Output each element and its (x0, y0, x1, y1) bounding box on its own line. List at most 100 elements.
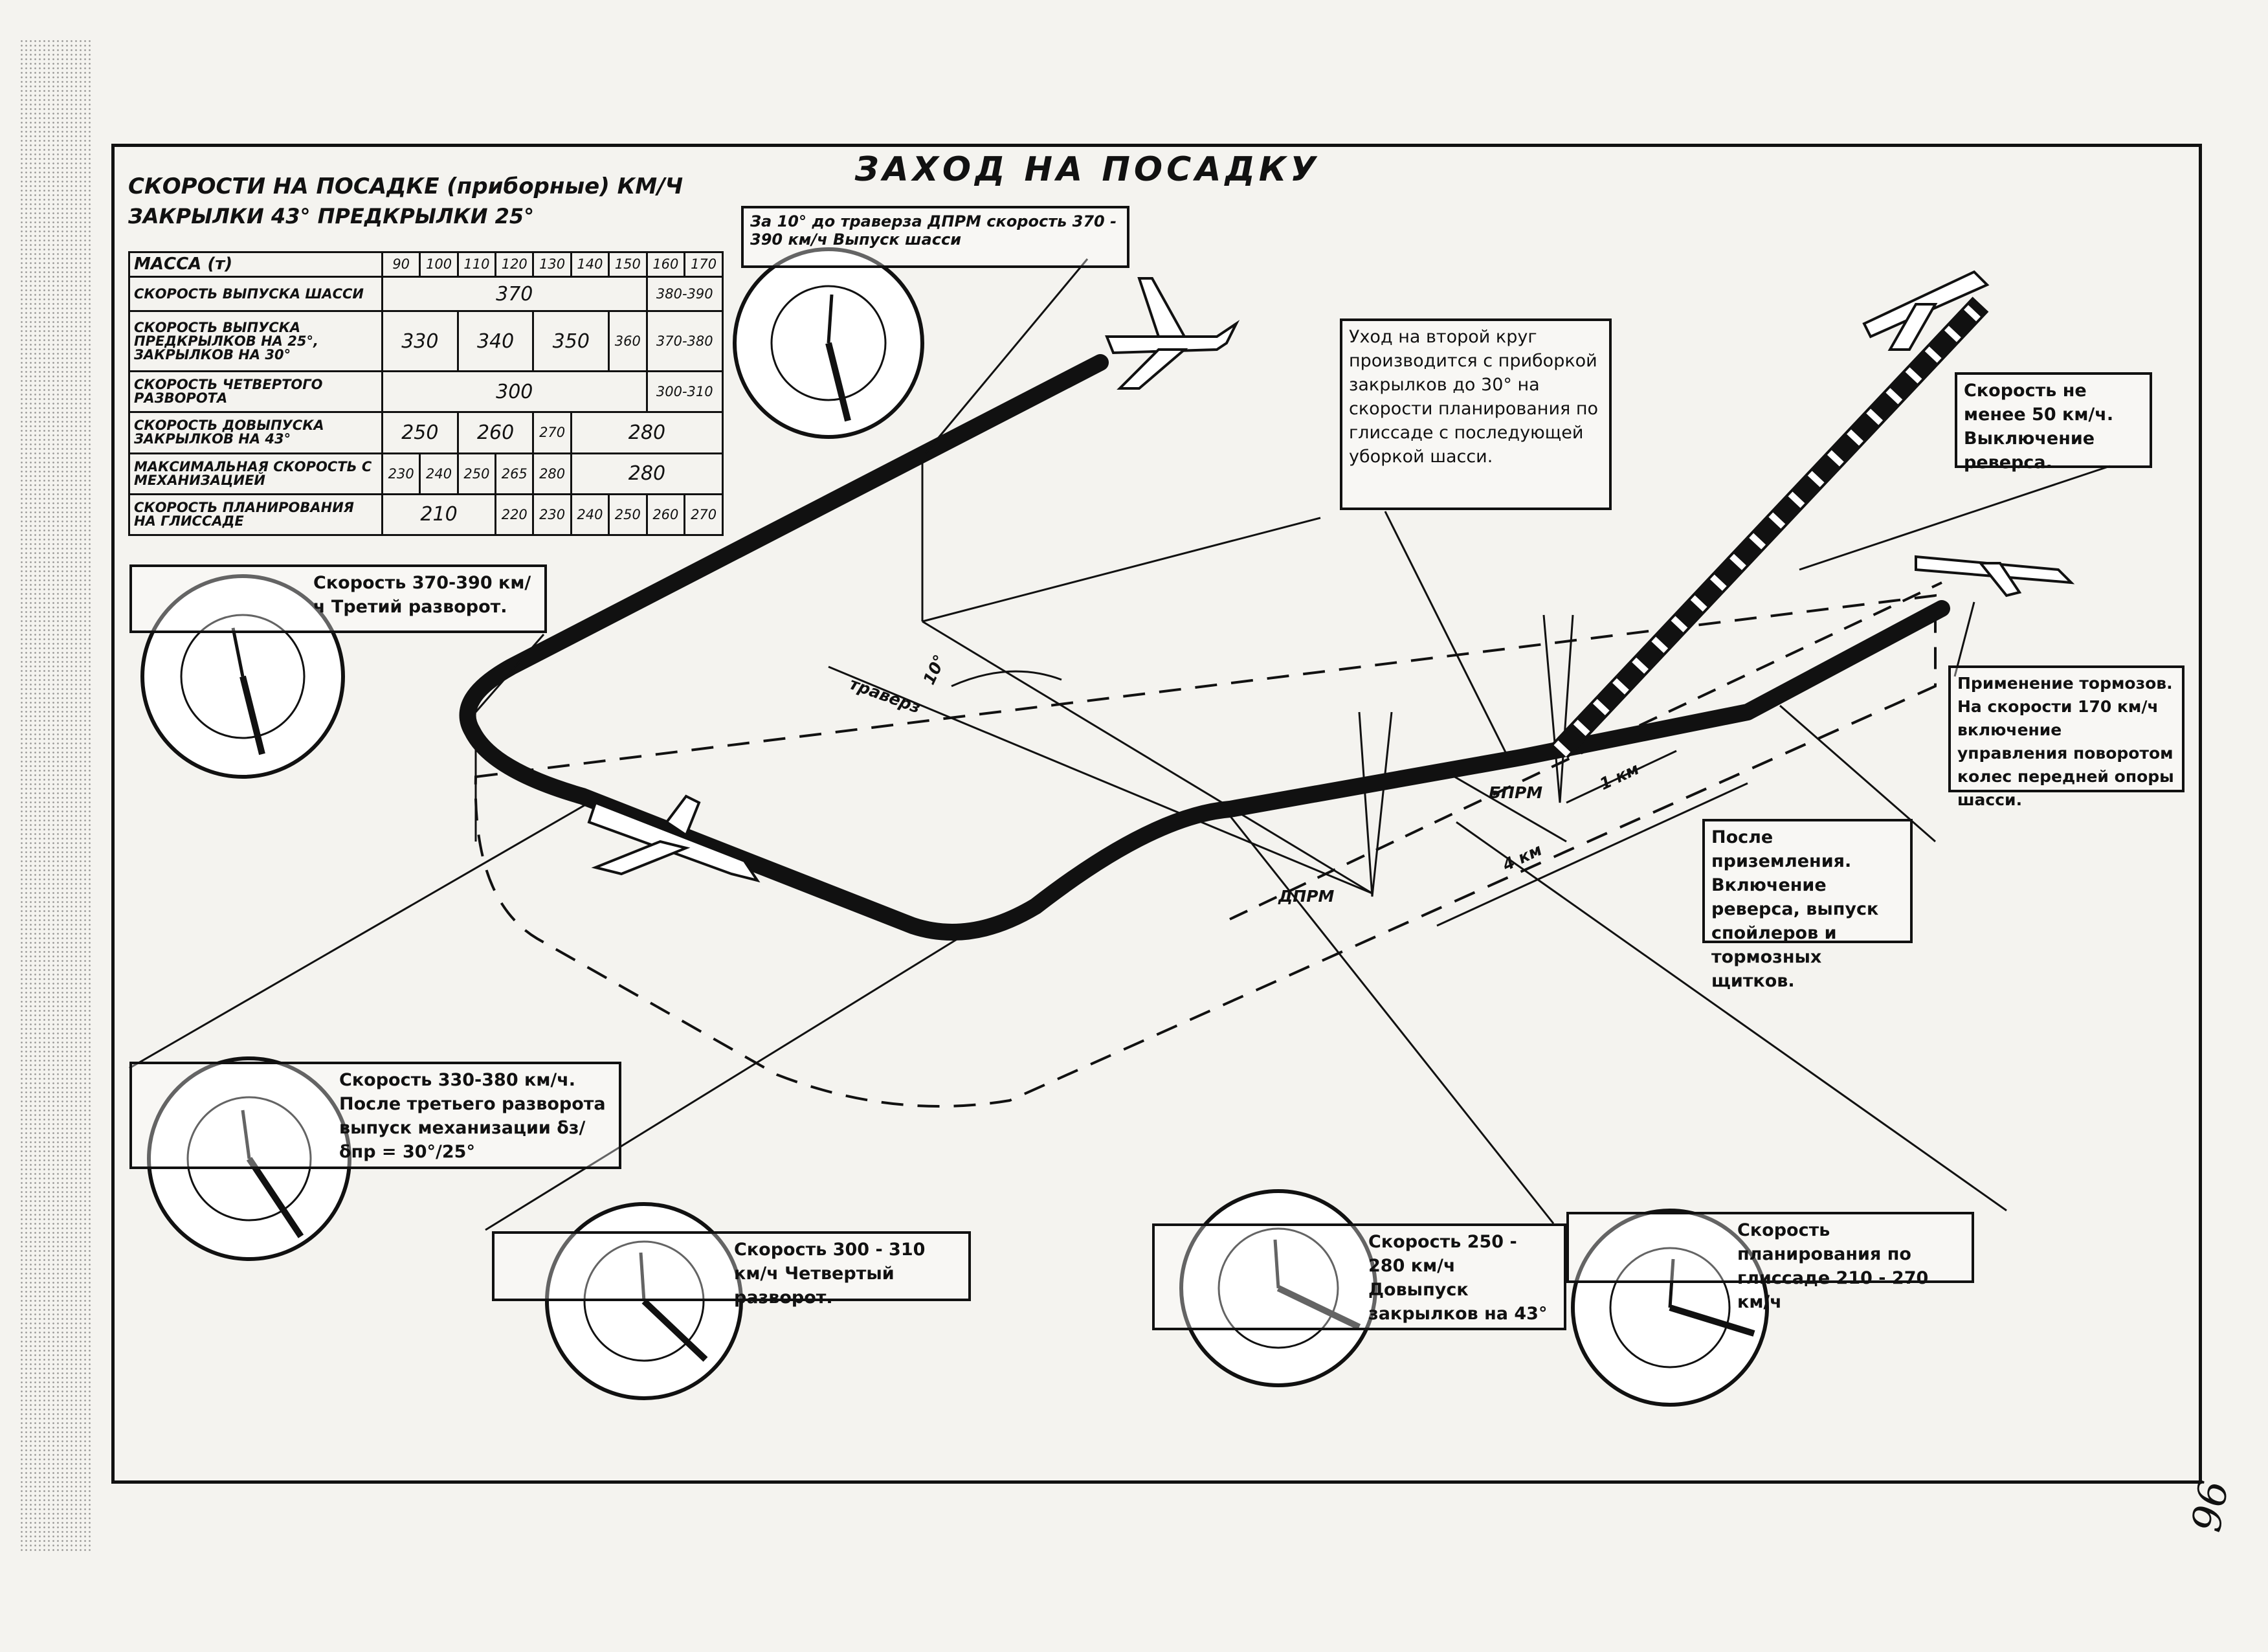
angle-arc (951, 670, 1062, 687)
table-cell: 250 (456, 452, 497, 495)
scan-margin-stipple (19, 39, 91, 1554)
note-third-turn: Скорость 370-390 км/ч Третий разворот. (129, 564, 547, 633)
aircraft-icon (1862, 270, 1990, 351)
table-cell: 220 (495, 493, 535, 537)
leader-line (924, 258, 1089, 454)
table-cell: 300 (381, 370, 648, 414)
dprm-beacon-cone (1358, 711, 1393, 897)
mass-cell: 130 (532, 251, 572, 278)
perspective-line (922, 517, 1321, 623)
table-header-row: МАССА (т) 90 100 110 120 130 140 150 160… (128, 251, 724, 278)
note-go-around: Уход на второй круг производится с прибо… (1340, 318, 1612, 510)
leader-line (474, 634, 545, 713)
table-cell: 300-310 (645, 370, 724, 414)
bprm-label: БПРМ (1489, 783, 1543, 802)
table-cell: 240 (419, 452, 459, 495)
table-cell: 280 (532, 452, 572, 495)
go-around-path (1551, 296, 1989, 759)
table-cell: 230 (381, 452, 421, 495)
aircraft-icon (587, 794, 761, 883)
traverz-line (828, 665, 1373, 895)
speeds-header: СКОРОСТИ НА ПОСАДКЕ (приборные) КМ/Ч (128, 173, 684, 199)
table-row: СКОРОСТЬ ЧЕТВЕРТОГО РАЗВОРОТА 300 300-31… (128, 370, 724, 414)
table-cell: 270 (684, 493, 724, 537)
table-cell: 250 (608, 493, 648, 537)
speed-gauge (733, 247, 924, 439)
mass-cell: 110 (456, 251, 497, 278)
mass-cell: 120 (495, 251, 535, 278)
table-cell: 360 (608, 310, 648, 373)
table-row: МАКСИМАЛЬНАЯ СКОРОСТЬ С МЕХАНИЗАЦИЕЙ 230… (128, 452, 724, 495)
flight-path (459, 354, 1950, 941)
note-fourth-turn: Скорость 300 - 310 км/ч Четвертый развор… (492, 1231, 971, 1308)
row-label: СКОРОСТЬ ВЫПУСКА ПРЕДКРЫЛКОВ НА 25°, ЗАК… (128, 310, 383, 373)
speed-gauge (1571, 1209, 1769, 1407)
table-cell: 210 (381, 493, 497, 537)
drawing-frame (111, 144, 2202, 1484)
row-label: СКОРОСТЬ ЧЕТВЕРТОГО РАЗВОРОТА (128, 370, 383, 414)
table-cell: 265 (495, 452, 535, 495)
mass-cell: 160 (645, 251, 686, 278)
table-cell: 370 (381, 275, 648, 313)
aircraft-icon (1915, 555, 2075, 597)
table-cell: 370-380 (645, 310, 724, 373)
note-reverse-off: Скорость не менее 50 км/ч. Выключение ре… (1955, 372, 2152, 473)
dprm-label: ДПРМ (1278, 887, 1335, 906)
perspective-line (922, 620, 1373, 895)
note-touchdown: После приземления. Включение реверса, вы… (1702, 819, 1913, 991)
distance-line-1km (1566, 750, 1677, 804)
speed-gauge (147, 1056, 351, 1261)
speed-gauge (140, 574, 345, 779)
leader-line (129, 801, 590, 1069)
mass-cell: 140 (570, 251, 610, 278)
table-row: СКОРОСТЬ ВЫПУСКА ШАССИ 370 380-390 (128, 275, 724, 313)
table-row: СКОРОСТЬ ДОВЫПУСКА ЗАКРЫЛКОВ НА 43° 250 … (128, 411, 724, 454)
speed-gauge (1179, 1189, 1377, 1387)
table-cell: 240 (570, 493, 610, 537)
table-cell: 380-390 (645, 275, 724, 313)
leader-line (1799, 465, 2111, 571)
note-after-third-turn: Скорость 330-380 км/ч. После третьего ра… (129, 1062, 621, 1169)
row-label: СКОРОСТЬ ВЫПУСКА ШАССИ (128, 275, 383, 313)
speed-gauge (545, 1202, 743, 1400)
leader-line (485, 937, 959, 1231)
table-cell: 330 (381, 310, 459, 373)
bprm-beacon-cone (1542, 614, 1574, 803)
row-label: СКОРОСТЬ ДОВЫПУСКА ЗАКРЫЛКОВ НА 43° (128, 411, 383, 454)
mass-cell: 150 (608, 251, 648, 278)
leader-line (1456, 821, 2007, 1212)
table-row: СКОРОСТЬ ВЫПУСКА ПРЕДКРЫЛКОВ НА 25°, ЗАК… (128, 310, 724, 373)
page-title: ЗАХОД НА ПОСАДКУ (854, 150, 1320, 189)
mass-cell: 90 (381, 251, 421, 278)
flaps-slats-header: ЗАКРЫЛКИ 43° ПРЕДКРЫЛКИ 25° (128, 204, 535, 229)
table-cell: 280 (570, 411, 724, 454)
table-row: СКОРОСТЬ ПЛАНИРОВАНИЯ НА ГЛИССАДЕ 210 22… (128, 493, 724, 537)
leader-line (1953, 601, 1975, 677)
table-cell: 230 (532, 493, 572, 537)
mass-label: МАССА (т) (128, 251, 383, 278)
distance-line-4km (1436, 782, 1748, 927)
row-label: МАКСИМАЛЬНАЯ СКОРОСТЬ С МЕХАНИЗАЦИЕЙ (128, 452, 383, 495)
note-flaps-43: Скорость 250 - 280 км/ч Довыпуск закрылк… (1152, 1223, 1566, 1330)
leader-line (1384, 511, 1509, 758)
bprm-marker-line (1443, 769, 1567, 843)
table-cell: 260 (456, 411, 535, 454)
mass-cell: 170 (684, 251, 724, 278)
table-cell: 260 (645, 493, 686, 537)
table-cell: 340 (456, 310, 535, 373)
note-brakes: Применение тормозов. На скорости 170 км/… (1948, 665, 2185, 809)
leader-line (1228, 815, 1555, 1224)
mass-cell: 100 (419, 251, 459, 278)
table-cell: 250 (381, 411, 459, 454)
row-label: СКОРОСТЬ ПЛАНИРОВАНИЯ НА ГЛИССАДЕ (128, 493, 383, 537)
table-cell: 350 (532, 310, 610, 373)
aircraft-icon (1105, 277, 1240, 390)
table-cell: 270 (532, 411, 572, 454)
ground-circuit-dashed (474, 594, 1937, 1108)
note-traverse-gear: За 10° до траверза ДПРМ скорость 370 - 3… (741, 206, 1129, 268)
page-number: 96 (2182, 1477, 2238, 1535)
table-cell: 280 (570, 452, 724, 495)
note-glide-speed: Скорость планирования по глиссаде 210 - … (1566, 1212, 1974, 1312)
landing-speeds-table: МАССА (т) 90 100 110 120 130 140 150 160… (128, 251, 724, 537)
